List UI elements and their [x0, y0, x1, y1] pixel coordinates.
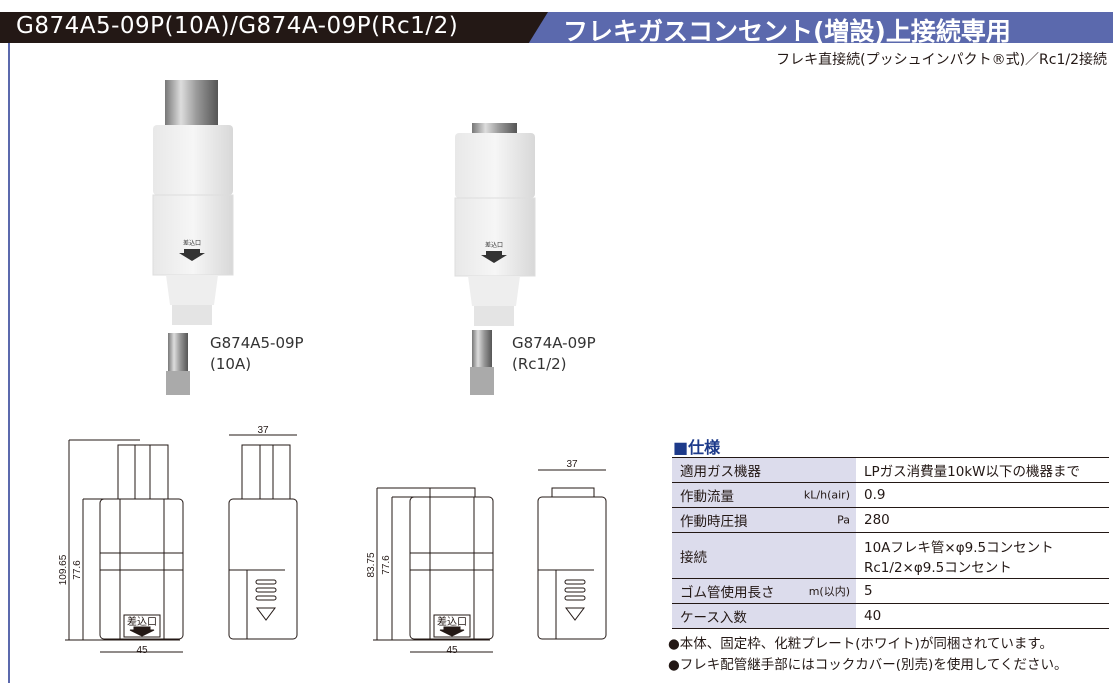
spec-value: LPガス消費量10kW以下の機器まで: [856, 457, 1109, 483]
spec-label: 作動流量: [680, 489, 734, 505]
spec-heading: ■仕様: [673, 438, 721, 457]
spec-unit: Pa: [837, 513, 850, 527]
product-variant: (Rc1/2): [512, 355, 567, 373]
spec-label: 接続: [680, 549, 707, 566]
insert-label: 差込口: [127, 615, 157, 628]
insert-label: 差込口: [485, 241, 503, 249]
subtitle: フレキ直接続(プッシュインパクト®式)／Rc1/2接続: [776, 52, 1107, 68]
dim-side-width: 37: [257, 425, 269, 436]
spec-label: 適用ガス機器: [680, 464, 761, 480]
product-photo-rc: 差込口: [454, 123, 536, 395]
spec-unit: kL/h(air): [803, 488, 850, 502]
spec-unit: m(以内): [808, 585, 850, 598]
arrow-down-icon: [179, 249, 205, 261]
spec-value: 5: [856, 578, 1109, 604]
spec-value-line: 10Aフレキ管×φ9.5コンセント: [864, 539, 1054, 556]
product-label-rc: G874A-09P (Rc1/2): [512, 333, 596, 375]
dim-total-height: 83.75: [366, 552, 377, 577]
note: ●本体、固定枠、化粧プレート(ホワイト)が同梱されています。: [668, 636, 1054, 652]
spec-value: 0.9: [856, 482, 1109, 508]
dim-total-height: 109.65: [58, 554, 69, 585]
dim-body-height: 77.6: [72, 560, 83, 580]
spec-label: ゴム管使用長さ: [680, 585, 775, 601]
spec-value: 280: [856, 507, 1109, 533]
table-row: ケース入数 40: [672, 603, 1109, 629]
spec-value-line: Rc1/2×φ9.5コンセント: [864, 559, 1012, 576]
spec-label: ケース入数: [680, 610, 747, 626]
table-row: 適用ガス機器 LPガス消費量10kW以下の機器まで: [672, 457, 1109, 483]
insert-label: 差込口: [437, 615, 467, 628]
spec-value: 40: [856, 603, 1109, 629]
spec-value: 10Aフレキ管×φ9.5コンセント Rc1/2×φ9.5コンセント: [856, 532, 1109, 579]
arrow-down-icon: [481, 251, 507, 263]
dimension-drawing-rc: 83.75 77.6 差込口 45 37: [366, 459, 607, 656]
product-variant: (10A): [210, 355, 252, 373]
header-model-band: [0, 12, 548, 43]
product-photo-10a: 差込口: [152, 80, 234, 395]
arrow-down-icon: [439, 626, 465, 637]
product-model: G874A-09P: [512, 334, 596, 352]
spec-table: 適用ガス機器 LPガス消費量10kW以下の機器まで 作動流量 kL/h(air) 0.…: [672, 457, 1109, 629]
table-row: ゴム管使用長さ m(以内) 5: [672, 578, 1109, 604]
product-model: G874A5-09P: [210, 334, 304, 352]
dimension-drawing-10a: 109.65 77.6 差込口 45 37: [58, 425, 298, 656]
spec-label: 作動時圧損: [680, 514, 748, 530]
header-model-codes: G874A5-09P(10A)/G874A-09P(Rc1/2): [16, 13, 459, 39]
header-title: フレキガスコンセント(増設)上接続専用: [563, 17, 1011, 46]
table-row: 作動時圧損 Pa 280: [672, 507, 1109, 533]
dim-body-height: 77.6: [381, 555, 392, 575]
note: ●フレキ配管継手部にはコックカバー(別売)を使用してください。: [668, 657, 1068, 673]
product-label-10a: G874A5-09P (10A): [210, 333, 304, 375]
frame-left-border: [8, 43, 10, 683]
dim-side-width: 37: [566, 459, 578, 470]
dim-front-width: 45: [446, 645, 458, 656]
arrow-down-icon: [129, 626, 155, 637]
dim-front-width: 45: [136, 645, 148, 656]
insert-label: 差込口: [183, 239, 201, 247]
table-row: 作動流量 kL/h(air) 0.9: [672, 482, 1109, 508]
table-row: 接続 10Aフレキ管×φ9.5コンセント Rc1/2×φ9.5コンセント: [672, 532, 1109, 579]
